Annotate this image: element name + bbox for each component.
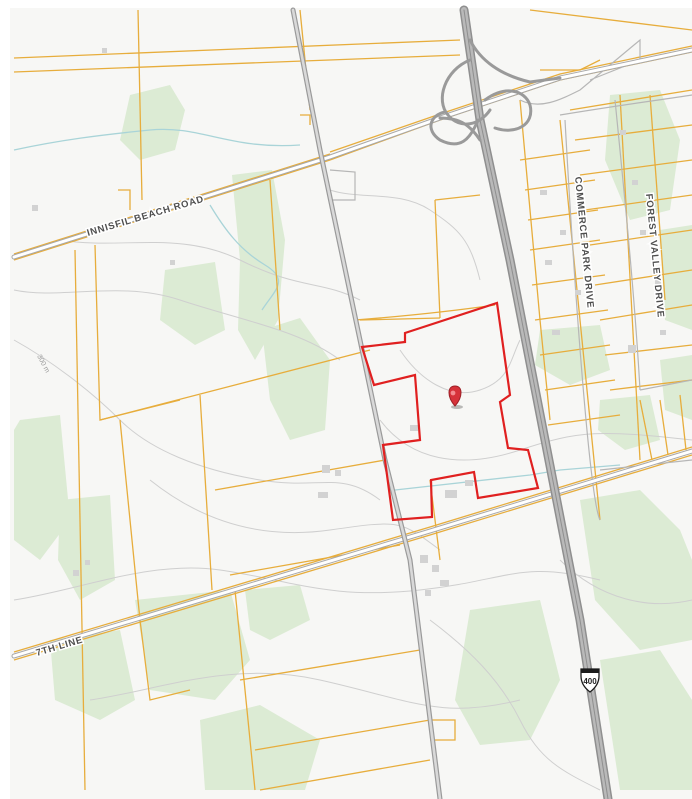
highway-400 — [429, 5, 613, 799]
buildings — [32, 48, 666, 596]
map-margin-left — [0, 0, 10, 799]
property-boundary[interactable] — [360, 301, 540, 522]
lot-lines — [13, 9, 692, 791]
map-margin-top — [0, 0, 692, 8]
contour-lines — [13, 189, 692, 791]
ontario-highway-shield-icon: 400 — [580, 668, 600, 693]
map-pin-icon[interactable] — [448, 385, 463, 409]
wooded-areas — [14, 85, 692, 790]
local-roads — [329, 38, 692, 521]
highway-shield-number: 400 — [583, 677, 597, 686]
creeks — [13, 128, 621, 491]
